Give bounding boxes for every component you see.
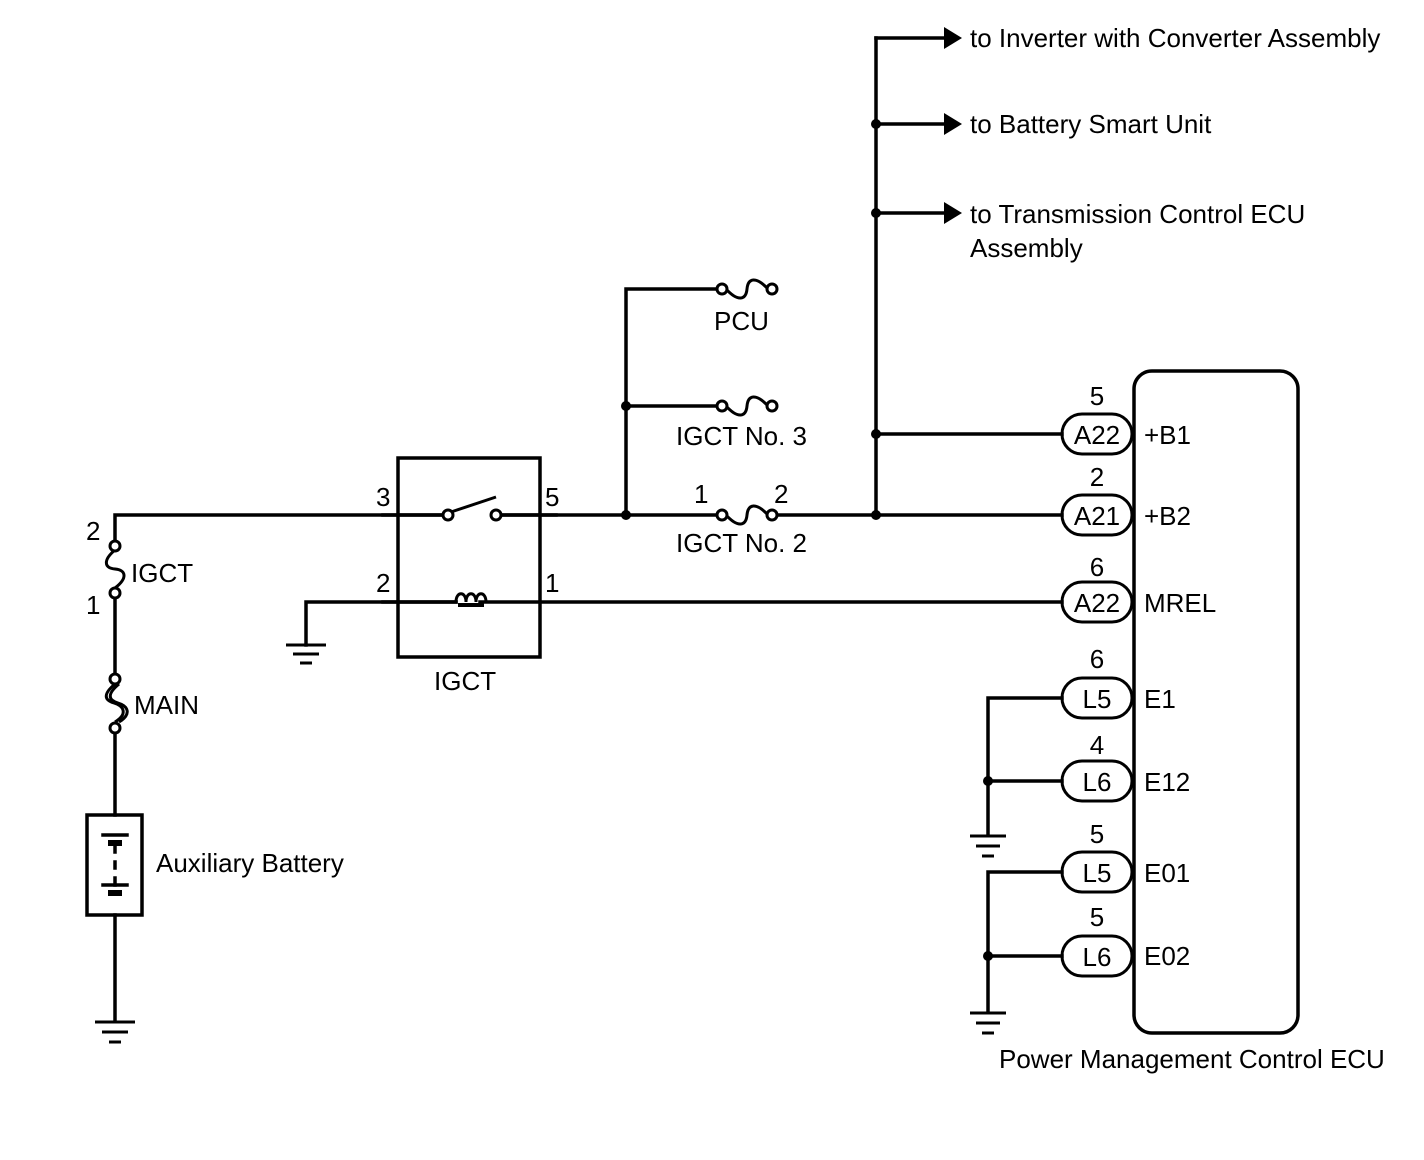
connector-code: L6 [1083, 942, 1112, 972]
connector-l5-e1 [1060, 676, 1134, 720]
ecu-terminal-name: +B2 [1144, 501, 1191, 531]
output-arrows [944, 27, 962, 224]
fuse-igct-no2-label: IGCT No. 2 [676, 528, 807, 558]
fuse-igct-vertical [104, 539, 126, 600]
arrow-icon [944, 202, 962, 224]
fuse-icon [724, 395, 770, 417]
switch-contact-icon [450, 495, 497, 514]
connector-pin-number: 6 [1090, 552, 1104, 582]
igct-relay [381, 456, 558, 659]
connector-pin-number: 5 [1090, 902, 1104, 932]
fuse-pcu-label: PCU [714, 306, 769, 336]
arrow-icon [944, 27, 962, 49]
output-inverter-label: to Inverter with Converter Assembly [970, 23, 1380, 53]
fuse-igct-no2-pin1: 1 [694, 479, 708, 509]
connector-code: L6 [1083, 767, 1112, 797]
fuse-igct-no3 [715, 395, 779, 417]
battery-label: Auxiliary Battery [156, 848, 344, 878]
power-management-ecu [1132, 369, 1300, 1035]
fuse-igct-pin2: 2 [86, 516, 100, 546]
relay-box [396, 456, 542, 659]
fuse-pcu [715, 278, 779, 300]
connectors [1060, 412, 1134, 978]
auxiliary-battery [85, 813, 144, 917]
arrow-icon [944, 113, 962, 135]
ground-relay-coil [286, 643, 326, 665]
connector-a21-b2 [1060, 493, 1134, 537]
junction-dot [621, 401, 631, 411]
ecu-terminal-name: +B1 [1144, 420, 1191, 450]
junction-dot [983, 951, 993, 961]
ecu-terminal-name: E12 [1144, 767, 1190, 797]
connector-a22-mrel [1060, 580, 1134, 624]
connector-pin-number: 4 [1090, 730, 1104, 760]
ecu-terminal-name: E01 [1144, 858, 1190, 888]
ecu-terminal-name: E02 [1144, 941, 1190, 971]
ecu-terminal-name: E1 [1144, 684, 1176, 714]
junction-dot [871, 119, 881, 129]
connector-l5-e01 [1060, 850, 1134, 894]
connector-l6-e02 [1060, 934, 1134, 978]
relay-coil-icon [454, 592, 488, 603]
connector-l6-e12 [1060, 759, 1134, 803]
relay-pin5: 5 [545, 482, 559, 512]
ecu-terminal-name: MREL [1144, 588, 1216, 618]
fuse-icon [724, 278, 770, 300]
fuse-icon [724, 504, 770, 526]
ground-e1-e12 [970, 834, 1006, 858]
connector-pin-number: 6 [1090, 644, 1104, 674]
connector-code: L5 [1083, 684, 1112, 714]
wire-e01-ground [986, 870, 1064, 1014]
junction-dot [871, 429, 881, 439]
output-tcm-label-line1: to Transmission Control ECU [970, 199, 1305, 229]
output-battery-smart-unit-label: to Battery Smart Unit [970, 109, 1212, 139]
wire-e1-ground [986, 696, 1064, 837]
output-tcm-label-line2: Assembly [970, 233, 1083, 263]
ecu-label: Power Management Control ECU [999, 1044, 1385, 1074]
junction-dot [871, 208, 881, 218]
junction-dot [621, 510, 631, 520]
connector-pin-number: 2 [1090, 462, 1104, 492]
connector-pin-number: 5 [1090, 381, 1104, 411]
fuse-igct-no3-label: IGCT No. 3 [676, 421, 807, 451]
fuse-igct-no2-pin2: 2 [774, 479, 788, 509]
fuse-igct-no2 [715, 504, 779, 526]
wire-bus-pcu [624, 287, 722, 517]
connector-a22-b1 [1060, 412, 1134, 456]
wire-igct-fuse-to-relay [113, 513, 448, 544]
fuse-main-label: MAIN [134, 690, 199, 720]
connector-code: A22 [1074, 588, 1120, 618]
labels: to Inverter with Converter Assembly to B… [86, 23, 1385, 1074]
ground-e01-e02 [970, 1011, 1006, 1035]
fuse-icon [104, 548, 126, 590]
connector-code: A21 [1074, 501, 1120, 531]
junction-dot [871, 510, 881, 520]
relay-pin3: 3 [376, 482, 390, 512]
relay-pin2: 2 [376, 568, 390, 598]
fuse-igct-label: IGCT [131, 558, 193, 588]
battery-box [85, 813, 144, 917]
fuse-igct-pin1: 1 [86, 590, 100, 620]
wire-coil-to-ground [304, 600, 458, 647]
fusible-link-main [104, 672, 129, 735]
relay-pin1: 1 [545, 568, 559, 598]
ecu-box [1132, 369, 1300, 1035]
junction-dot [983, 776, 993, 786]
connector-pin-number: 5 [1090, 819, 1104, 849]
connector-code: L5 [1083, 858, 1112, 888]
relay-label: IGCT [434, 666, 496, 696]
junctions [621, 119, 993, 961]
ground-battery [95, 1020, 135, 1044]
connector-code: A22 [1074, 420, 1120, 450]
